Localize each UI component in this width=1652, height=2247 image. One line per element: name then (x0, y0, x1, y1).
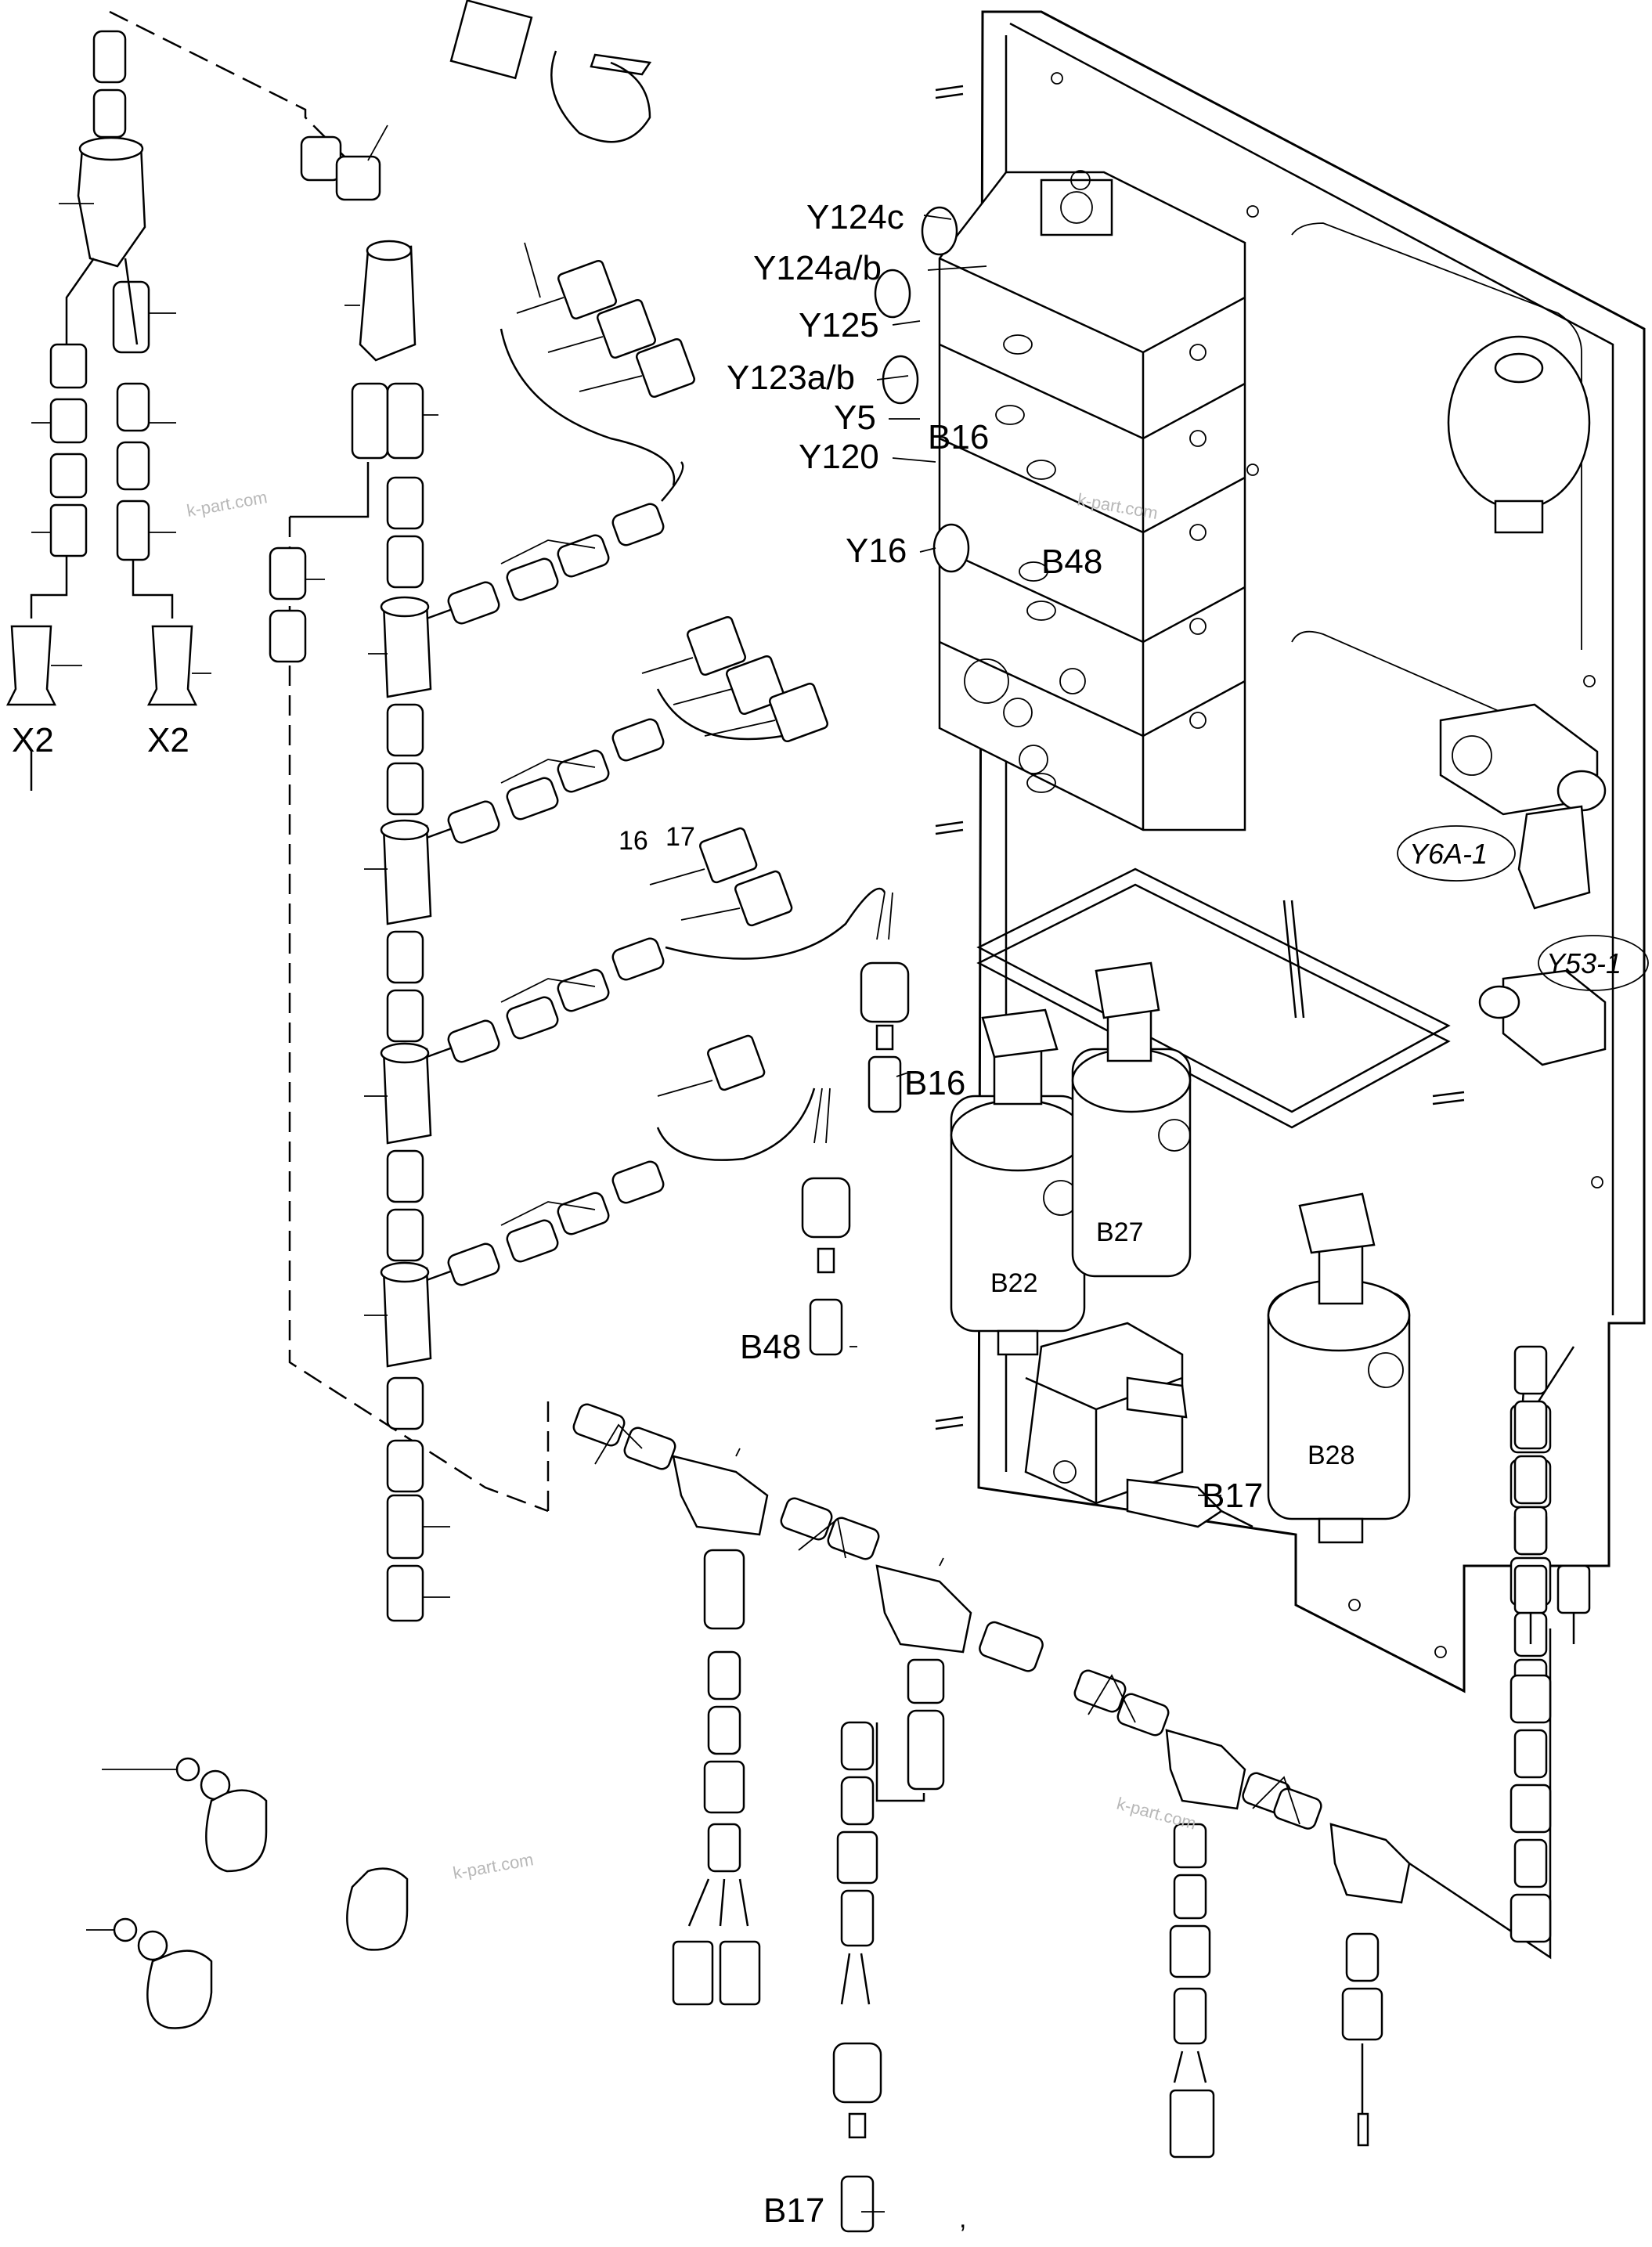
plug-group-2 (641, 615, 829, 743)
label-b16-top: B16 (928, 418, 989, 456)
branch-3 (426, 937, 665, 1063)
pressure-valve-block (1024, 1322, 1253, 1528)
label-16: 16 (619, 826, 648, 856)
label-leaders (849, 215, 1221, 2213)
label-b22: B22 (990, 1268, 1038, 1298)
label-y16: Y16 (846, 532, 907, 570)
branch-4 (426, 1160, 665, 1286)
filter-b28 (1267, 1192, 1411, 1544)
label-x2-left: X2 (12, 721, 54, 759)
label-y5: Y5 (834, 399, 876, 437)
label-y125: Y125 (799, 306, 879, 344)
lower-manifold (572, 1403, 1411, 1904)
branch-2 (426, 718, 665, 844)
label-b17-bottom: B17 (763, 2191, 824, 2230)
plug-group-1 (500, 242, 696, 486)
label-y6a1-bubble (1397, 825, 1516, 882)
label-b27: B27 (1096, 1217, 1144, 1247)
drop-branch-2 (832, 1658, 945, 2233)
label-b16-mid: B16 (904, 1064, 965, 1102)
drop-branch-4 (1341, 1932, 1383, 2147)
branch-1 (426, 461, 684, 625)
plug-group-4 (656, 1034, 816, 1161)
clamps-and-ties (86, 0, 652, 2029)
filter-b22 (950, 1008, 1086, 1356)
filter-b27 (1071, 961, 1192, 1278)
label-y123ab: Y123a/b (727, 359, 855, 397)
callout-labels: X2 X2 Y124c Y124a/b Y125 Y123a/b Y5 B16 … (12, 198, 1649, 2234)
label-b28: B28 (1308, 1441, 1355, 1470)
solenoid-valve-y6a1 (1439, 703, 1607, 910)
left-harness (5, 10, 1591, 2233)
label-y531: Y53-1 (1546, 947, 1621, 979)
sensor-b16-mid (860, 892, 910, 1113)
label-b48-top: B48 (1041, 543, 1102, 581)
connector-pair-right (1513, 1564, 1591, 1644)
label-y531-bubble (1538, 935, 1649, 991)
label-y124ab: Y124a/b (753, 249, 882, 287)
label-y6a1: Y6A-1 (1409, 838, 1488, 870)
label-b48-mid: B48 (740, 1328, 801, 1366)
solenoid-valve-y531 (1478, 969, 1607, 1066)
sensor-b48-mid (801, 1087, 851, 1356)
label-b17-mid: B17 (1202, 1477, 1263, 1515)
drop-branch-3 (1169, 1823, 1215, 2159)
label-y120: Y120 (799, 438, 879, 476)
plug-group-3 (649, 827, 886, 960)
watermark-4: k-part.com (452, 1849, 536, 1883)
watermark-1: k-part.com (186, 487, 269, 521)
drop-branch-1 (672, 1549, 761, 2006)
label-x2-right: X2 (147, 721, 189, 759)
label-17: 17 (665, 822, 695, 852)
valve-block-stack (874, 170, 1246, 831)
accumulator (1447, 335, 1591, 534)
label-y124c: Y124c (806, 198, 904, 236)
label-comma: , (959, 2204, 966, 2234)
